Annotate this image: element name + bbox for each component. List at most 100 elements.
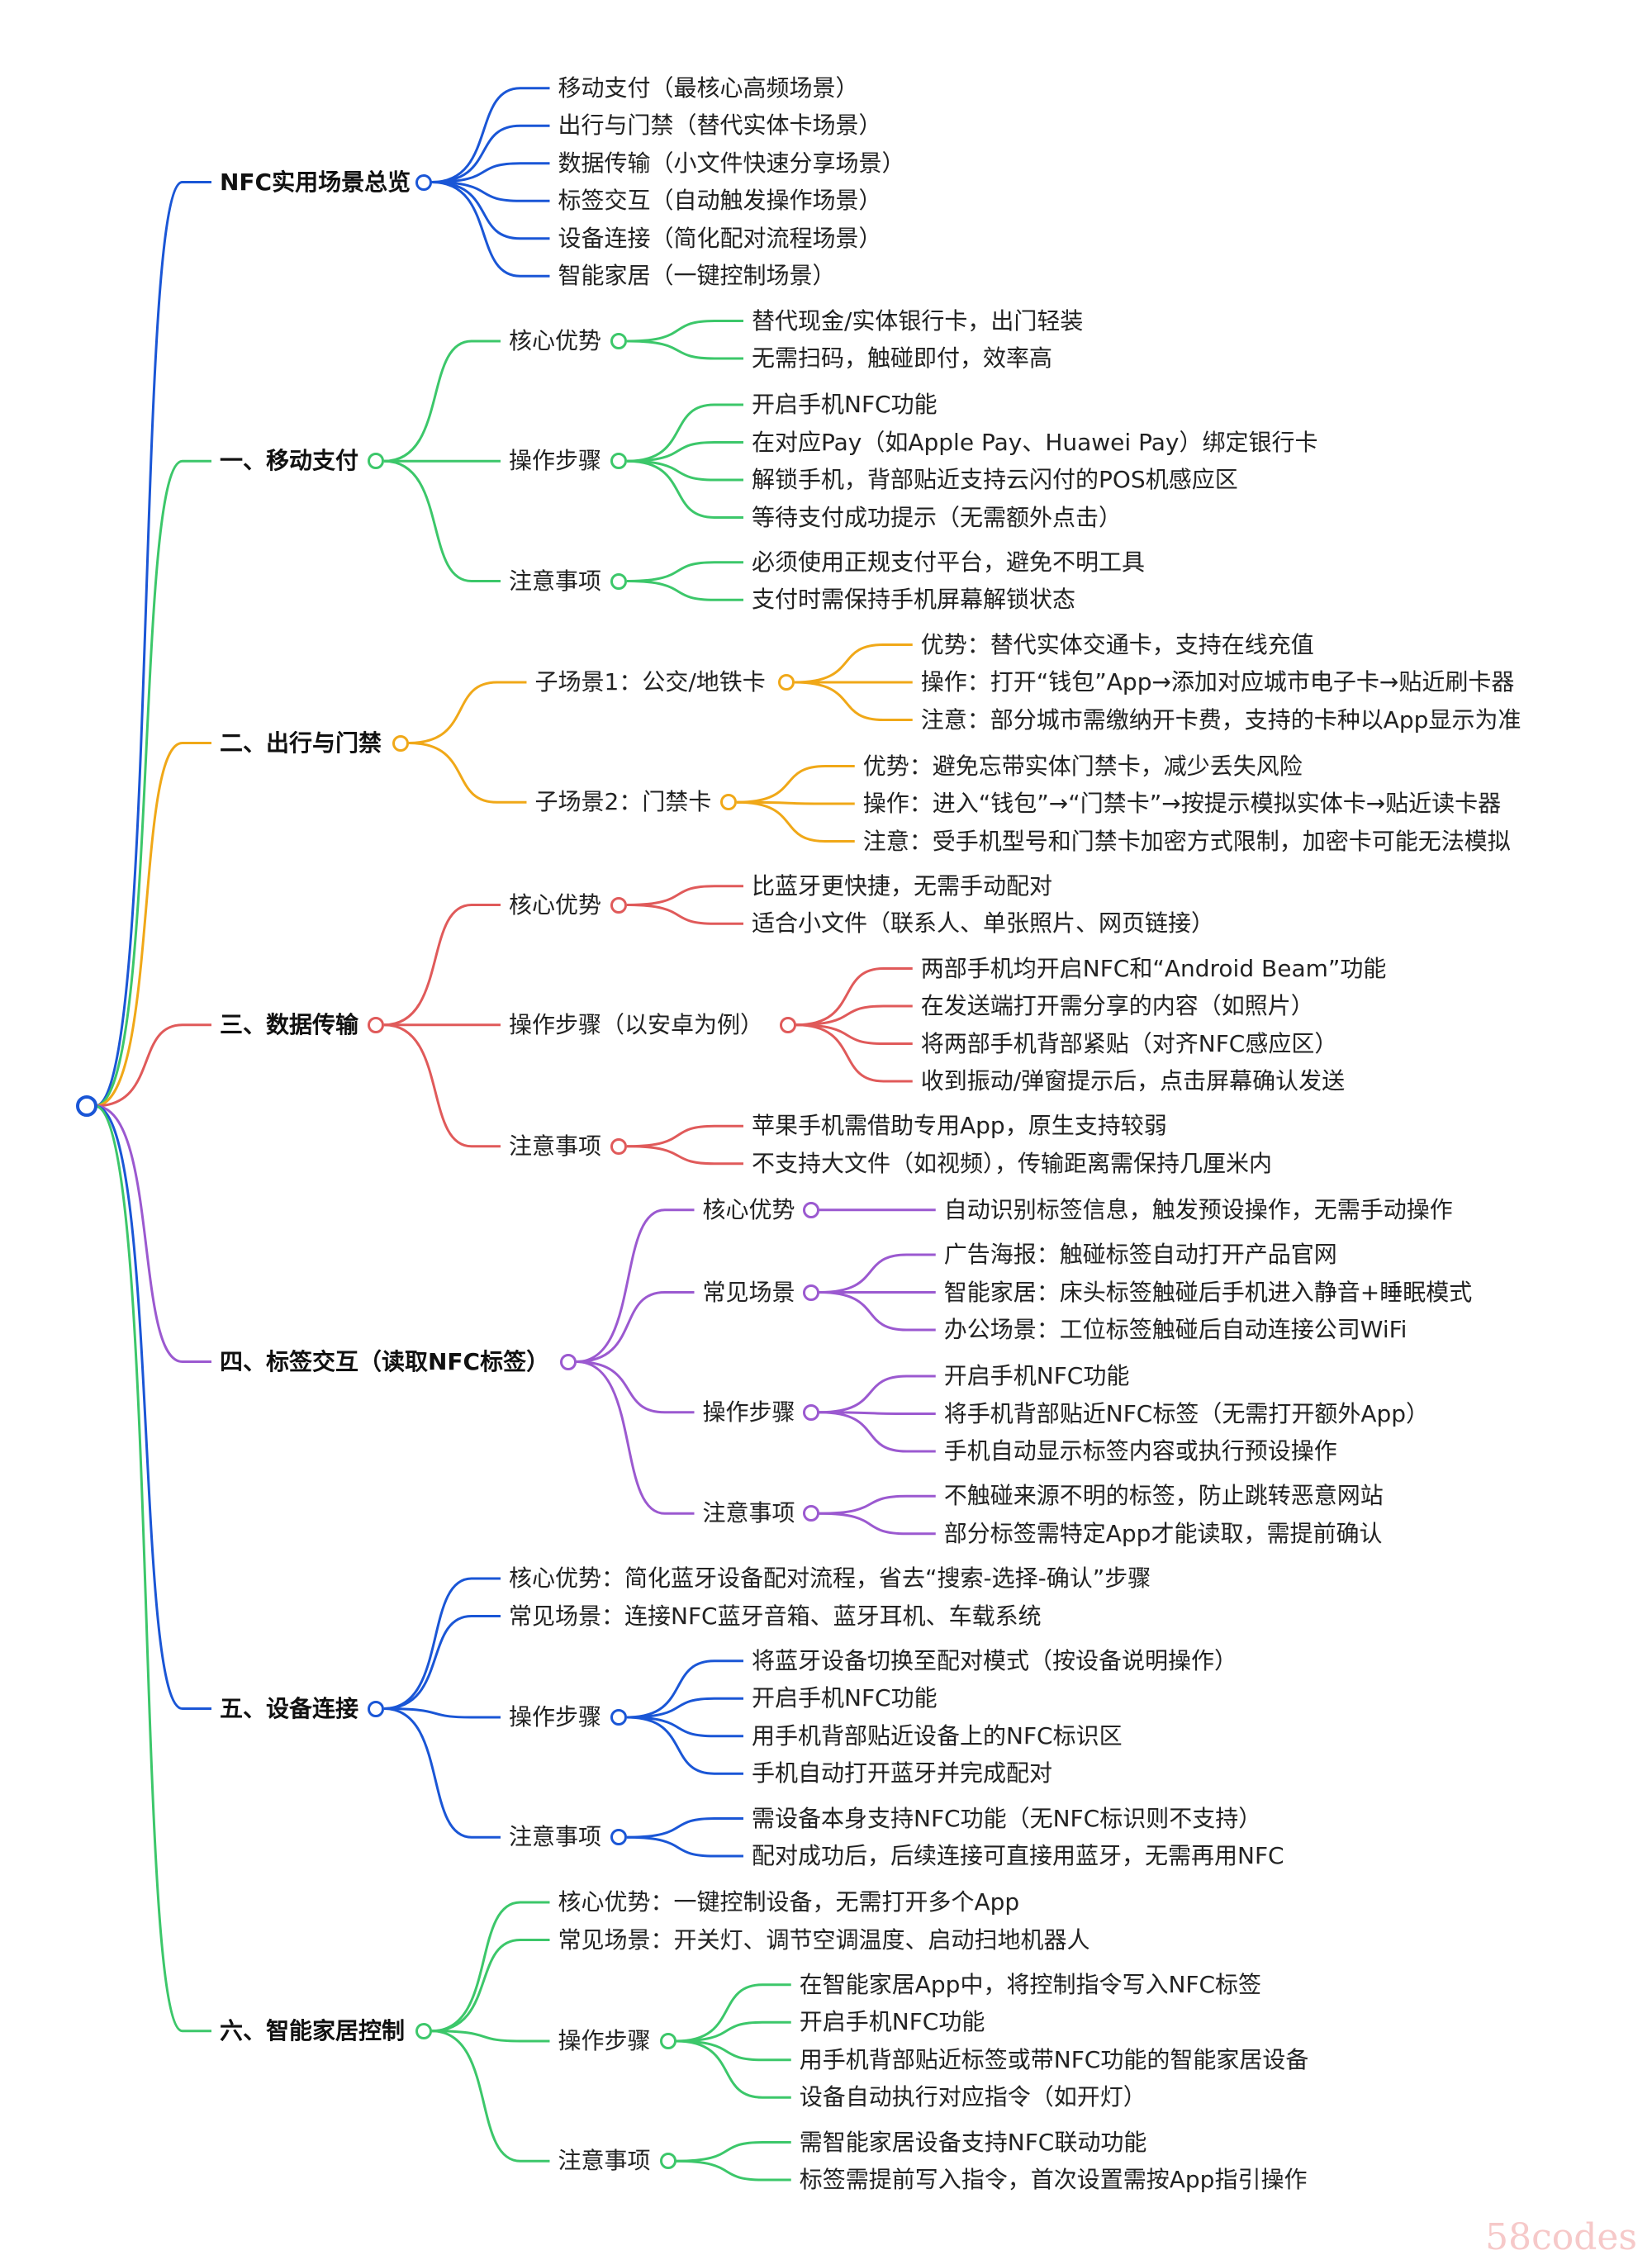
leaf-node: 收到振动/弹窗提示后，点击屏幕确认发送 <box>920 1067 1346 1094</box>
leaf-node: 苹果手机需借助专用App，原生支持较弱 <box>752 1112 1167 1140</box>
subtopic-node: 注意事项 <box>558 2147 651 2175</box>
connector-line <box>626 403 743 463</box>
subtopic-node: 操作步骤（以安卓为例） <box>509 1010 764 1038</box>
connector-line <box>676 2039 791 2062</box>
node-circle-icon <box>610 1709 627 1726</box>
subtopic-node: 操作步骤 <box>558 2027 651 2054</box>
node-circle-icon <box>559 1353 577 1370</box>
node-circle-icon <box>659 2033 676 2049</box>
subtopic-node: 子场景1：公交/地铁卡 <box>534 668 766 696</box>
connector-line <box>676 2159 791 2182</box>
subtopic-node: 注意事项 <box>702 1499 795 1527</box>
leaf-node: 标签需提前写入指令，首次设置需按App指引操作 <box>799 2166 1308 2193</box>
connector-line <box>794 643 913 684</box>
leaf-node: 在发送端打开需分享的内容（如照片） <box>920 992 1314 1019</box>
subtopic-node: 核心优势 <box>702 1195 795 1223</box>
leaf-node: 支付时需保持手机屏幕解锁状态 <box>752 586 1076 614</box>
connector-line <box>676 1983 791 2043</box>
connector-line <box>819 1253 936 1294</box>
connector-line <box>736 765 855 804</box>
node-circle-icon <box>802 1284 819 1301</box>
connector-line <box>819 1411 936 1415</box>
leaf-node: 核心优势：一键控制设备，无需打开多个App <box>558 1888 1020 1916</box>
connector-line <box>431 2030 550 2043</box>
connector-line <box>383 1023 501 1148</box>
connector-line <box>383 1577 501 1710</box>
node-circle-icon <box>802 1201 819 1218</box>
connector-line <box>94 1104 211 1363</box>
branch-node: 一、移动支付 <box>220 447 359 475</box>
connector-line <box>676 2039 791 2099</box>
leaf-node: 需智能家居设备支持NFC联动功能 <box>799 2128 1147 2156</box>
leaf-node: 设备连接（简化配对流程场景） <box>558 224 882 252</box>
leaf-node: 广告海报：触碰标签自动打开产品官网 <box>943 1241 1337 1268</box>
node-circle-icon <box>368 1700 384 1717</box>
leaf-node: 出行与门禁（替代实体卡场景） <box>558 112 882 140</box>
connector-line <box>431 181 550 278</box>
subtopic-node: 操作步骤 <box>702 1398 795 1426</box>
leaf-node: 适合小文件（联系人、单张照片、网页链接） <box>752 909 1215 938</box>
branch-node: NFC实用场景总览 <box>220 168 411 196</box>
watermark: 58codes <box>1485 2216 1637 2258</box>
connector-line <box>819 1411 936 1453</box>
leaf-node: 必须使用正规支付平台，避免不明工具 <box>752 548 1146 576</box>
connector-line <box>676 2020 791 2043</box>
connector-line <box>383 1707 501 1839</box>
subtopic-node: 注意事项 <box>509 567 602 595</box>
connector-line <box>626 1716 743 1738</box>
connector-line <box>626 904 743 925</box>
connector-line <box>626 459 743 519</box>
leaf-node: 常见场景：连接NFC蓝牙音箱、蓝牙耳机、车载系统 <box>509 1602 1042 1630</box>
connector-line <box>795 967 913 1027</box>
node-circle-icon <box>779 1016 796 1033</box>
branch-node: 三、数据传输 <box>220 1010 359 1038</box>
leaf-node: 设备自动执行对应指令（如开灯） <box>799 2083 1146 2111</box>
connector-line <box>408 681 527 744</box>
connector-line <box>736 800 855 843</box>
connector-line <box>736 800 855 805</box>
connector-line <box>794 681 913 721</box>
leaf-node: 手机自动显示标签内容或执行预设操作 <box>943 1437 1337 1465</box>
connector-line <box>576 1291 695 1363</box>
node-circle-icon <box>368 1016 384 1033</box>
connector-line <box>795 1023 913 1045</box>
leaf-node: 常见场景：开关灯、调节空调温度、启动扫地机器人 <box>558 1925 1090 1954</box>
connector-line <box>819 1512 936 1536</box>
root-node-circle <box>76 1095 97 1117</box>
subtopic-node: 注意事项 <box>509 1132 602 1160</box>
leaf-node: 配对成功后，后续连接可直接用蓝牙，无需再用NFC <box>752 1842 1284 1869</box>
leaf-node: 开启手机NFC功能 <box>943 1362 1130 1389</box>
subtopic-node: 注意事项 <box>509 1823 602 1851</box>
node-circle-icon <box>610 453 627 470</box>
node-circle-icon <box>610 1137 627 1155</box>
connector-line <box>431 87 550 183</box>
node-circle-icon <box>610 333 627 349</box>
leaf-node: 需设备本身支持NFC功能（无NFC标识则不支持） <box>752 1804 1262 1832</box>
connector-line <box>94 1104 211 2033</box>
leaf-node: 用手机背部贴近设备上的NFC标识区 <box>752 1721 1123 1750</box>
leaf-node: 操作：打开“钱包”App→添加对应城市电子卡→贴近刷卡器 <box>920 668 1515 696</box>
connector-line <box>576 1208 695 1363</box>
leaf-node: 开启手机NFC功能 <box>752 391 938 418</box>
connector-line <box>431 124 550 183</box>
connector-line <box>431 162 550 183</box>
leaf-node: 将手机背部贴近NFC标签（无需打开额外App） <box>943 1399 1430 1427</box>
connector-line <box>626 1697 743 1719</box>
leaf-node: 不触碰来源不明的标签，防止跳转恶意网站 <box>943 1482 1384 1510</box>
node-circle-icon <box>802 1403 819 1421</box>
connector-line <box>819 1494 936 1515</box>
node-circle-icon <box>610 1829 627 1846</box>
connector-line <box>676 2141 791 2163</box>
connector-line <box>94 181 211 1108</box>
subtopic-node: 操作步骤 <box>509 447 602 475</box>
node-circle-icon <box>415 173 432 191</box>
connector-line <box>383 339 501 463</box>
branch-node: 四、标签交互（读取NFC标签） <box>220 1347 550 1375</box>
connector-line <box>431 181 550 240</box>
leaf-node: 注意：部分城市需缴纳开卡费，支持的卡种以App显示为准 <box>920 705 1521 734</box>
leaf-node: 数据传输（小文件快速分享场景） <box>558 149 905 177</box>
leaf-node: 核心优势：简化蓝牙设备配对流程，省去“搜索-选择-确认”步骤 <box>509 1564 1151 1592</box>
leaf-node: 在对应Pay（如Apple Pay、Huawei Pay）绑定银行卡 <box>752 428 1318 456</box>
leaf-node: 用手机背部贴近标签或带NFC功能的智能家居设备 <box>799 2045 1309 2073</box>
connector-line <box>94 459 211 1108</box>
